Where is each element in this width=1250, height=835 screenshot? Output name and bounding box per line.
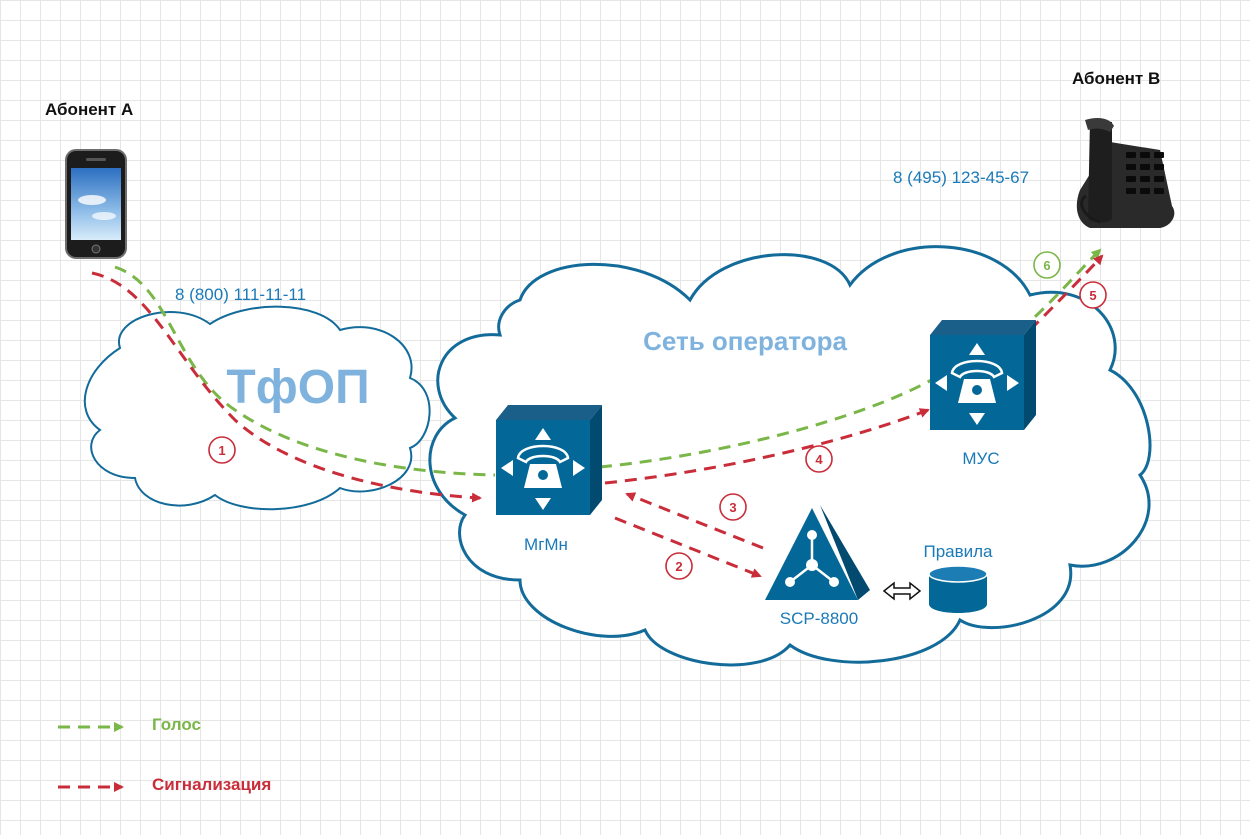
pstn-cloud [83, 305, 431, 511]
step-marker-2: 2 [665, 552, 693, 580]
step-marker-3: 3 [719, 493, 747, 521]
signaling-path-mgmn-to-mus [604, 408, 930, 485]
step-marker-5: 5 [1079, 281, 1107, 309]
voice-path-a-to-mgmn [114, 265, 496, 477]
mgmn-label: МгМн [524, 535, 568, 554]
mobile-phone-icon [65, 149, 127, 259]
voice-path-mus-to-b [1019, 248, 1102, 332]
signaling-path-a-to-mgmn [91, 271, 482, 503]
step-number: 4 [815, 452, 823, 467]
step-number: 1 [218, 443, 225, 458]
step-number: 2 [675, 559, 682, 574]
mus-switch-icon [930, 320, 1036, 430]
legend-signaling-label: Сигнализация [152, 775, 271, 794]
desk-phone-icon [1076, 118, 1175, 228]
step-marker-6: 6 [1033, 251, 1061, 279]
step-number: 3 [729, 500, 736, 515]
step-marker-1: 1 [208, 436, 236, 464]
step-marker-4: 4 [805, 445, 833, 473]
legend-signaling: Сигнализация [58, 775, 271, 794]
operator-cloud-label: Сеть оператора [643, 326, 847, 356]
mus-label: МУС [962, 449, 999, 468]
rules-database-icon [928, 565, 988, 613]
pstn-cloud-label: ТфОП [226, 361, 369, 414]
step-number: 6 [1043, 258, 1050, 273]
scp-label: SCP-8800 [780, 609, 858, 628]
scp-node-icon [765, 505, 870, 600]
step-number: 5 [1089, 288, 1096, 303]
legend-voice: Голос [58, 715, 201, 734]
subscriber-a-label: Абонент А [45, 100, 133, 119]
legend-voice-label: Голос [152, 715, 201, 734]
signaling-path-scp-to-mgmn [625, 492, 764, 550]
signaling-path-mus-to-b [1028, 254, 1104, 332]
rules-label: Правила [923, 542, 993, 561]
subscriber-b-number: 8 (495) 123-45-67 [893, 168, 1029, 187]
signaling-path-mgmn-to-scp [614, 516, 762, 578]
legend: Голос Сигнализация [58, 715, 271, 794]
double-arrow-icon [882, 581, 922, 601]
voice-path-mgmn-to-mus [599, 376, 936, 469]
mgmn-switch-icon [496, 405, 602, 515]
subscriber-a-number: 8 (800) 111-11-11 [175, 285, 306, 304]
subscriber-b-label: Абонент В [1072, 69, 1160, 88]
